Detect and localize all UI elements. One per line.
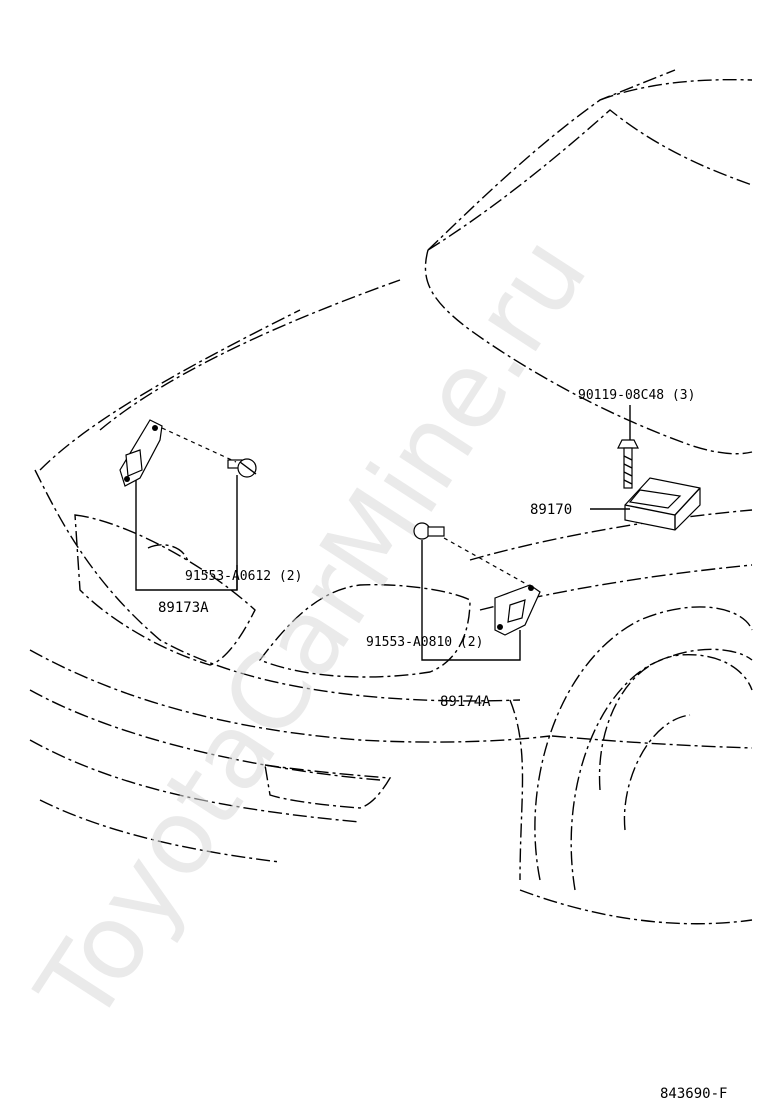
label-89173a: 89173A — [158, 600, 209, 616]
sensor-89173a-icon — [119, 419, 163, 487]
drawing-code: 843690-F — [660, 1086, 727, 1102]
leader-89174a-bolt — [443, 537, 529, 586]
bolt-91553-a0612-icon — [227, 458, 257, 478]
car-body-outline — [29, 69, 753, 925]
label-90119: 90119-08C48 (3) — [578, 388, 695, 403]
watermark-text: ToyotaCarMine.ru — [13, 215, 611, 1044]
label-89174a: 89174A — [440, 694, 491, 710]
label-91553-a0810: 91553-A0810 (2) — [366, 635, 483, 650]
bolt-91553-a0810-icon — [413, 522, 445, 540]
label-91553-a0612: 91553-A0612 (2) — [185, 569, 302, 584]
sensor-89174a-icon — [494, 584, 541, 636]
label-89170: 89170 — [530, 502, 572, 518]
leader-lines — [135, 405, 631, 661]
airbag-module-89170-icon — [624, 477, 701, 531]
leader-89173a-bolt — [161, 427, 237, 463]
bolt-90119-icon — [617, 439, 639, 489]
